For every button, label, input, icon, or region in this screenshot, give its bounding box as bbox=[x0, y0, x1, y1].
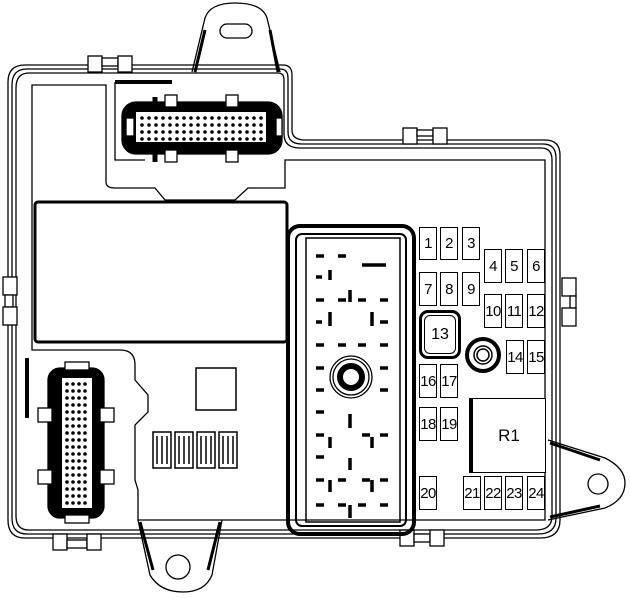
fuse-24[interactable]: 24 bbox=[527, 476, 545, 510]
fuse-12[interactable]: 12 bbox=[527, 294, 545, 328]
left-connector bbox=[25, 358, 115, 524]
small-square-component bbox=[195, 367, 237, 411]
fuse-23[interactable]: 23 bbox=[505, 476, 523, 510]
mounting-hole bbox=[587, 473, 609, 495]
fuse-1[interactable]: 1 bbox=[419, 227, 437, 260]
fuse-21[interactable]: 21 bbox=[463, 476, 481, 510]
fuse-3[interactable]: 3 bbox=[462, 227, 480, 260]
center-junction-block bbox=[286, 224, 416, 536]
fuse-10[interactable]: 10 bbox=[484, 294, 502, 328]
fuse-17[interactable]: 17 bbox=[440, 364, 458, 398]
inner-panel bbox=[31, 84, 546, 521]
fuse-18[interactable]: 18 bbox=[419, 407, 437, 441]
fuse-14[interactable]: 14 bbox=[506, 340, 524, 374]
mini-fuse-row bbox=[152, 431, 238, 469]
fuse-22[interactable]: 22 bbox=[484, 476, 502, 510]
fuse-7[interactable]: 7 bbox=[419, 272, 437, 306]
housing-outline bbox=[7, 64, 561, 539]
fuse-5[interactable]: 5 bbox=[505, 249, 523, 283]
fuse-4[interactable]: 4 bbox=[484, 249, 502, 283]
right-mounting-tab bbox=[547, 439, 626, 521]
fuse-9[interactable]: 9 bbox=[462, 272, 480, 306]
housing-clips bbox=[2, 55, 577, 551]
fuse-11[interactable]: 11 bbox=[505, 294, 523, 328]
relay-13[interactable]: 13 bbox=[419, 310, 461, 359]
fuse-15[interactable]: 15 bbox=[527, 340, 545, 374]
fuse-20[interactable]: 20 bbox=[419, 476, 437, 510]
fuse-19[interactable]: 19 bbox=[440, 407, 458, 441]
large-module-block bbox=[33, 200, 289, 344]
relay-r1[interactable]: R1 bbox=[469, 398, 546, 473]
fuse-2[interactable]: 2 bbox=[440, 227, 458, 260]
stud-bolt bbox=[465, 337, 501, 373]
top-mounting-tab bbox=[191, 2, 281, 73]
mounting-hole bbox=[219, 23, 253, 39]
fuse-16[interactable]: 16 bbox=[419, 364, 437, 398]
fuse-8[interactable]: 8 bbox=[440, 272, 458, 306]
fuse-6[interactable]: 6 bbox=[527, 249, 545, 283]
mounting-hole bbox=[165, 554, 191, 580]
bottom-mounting-tab bbox=[137, 519, 223, 593]
top-connector bbox=[114, 80, 283, 163]
